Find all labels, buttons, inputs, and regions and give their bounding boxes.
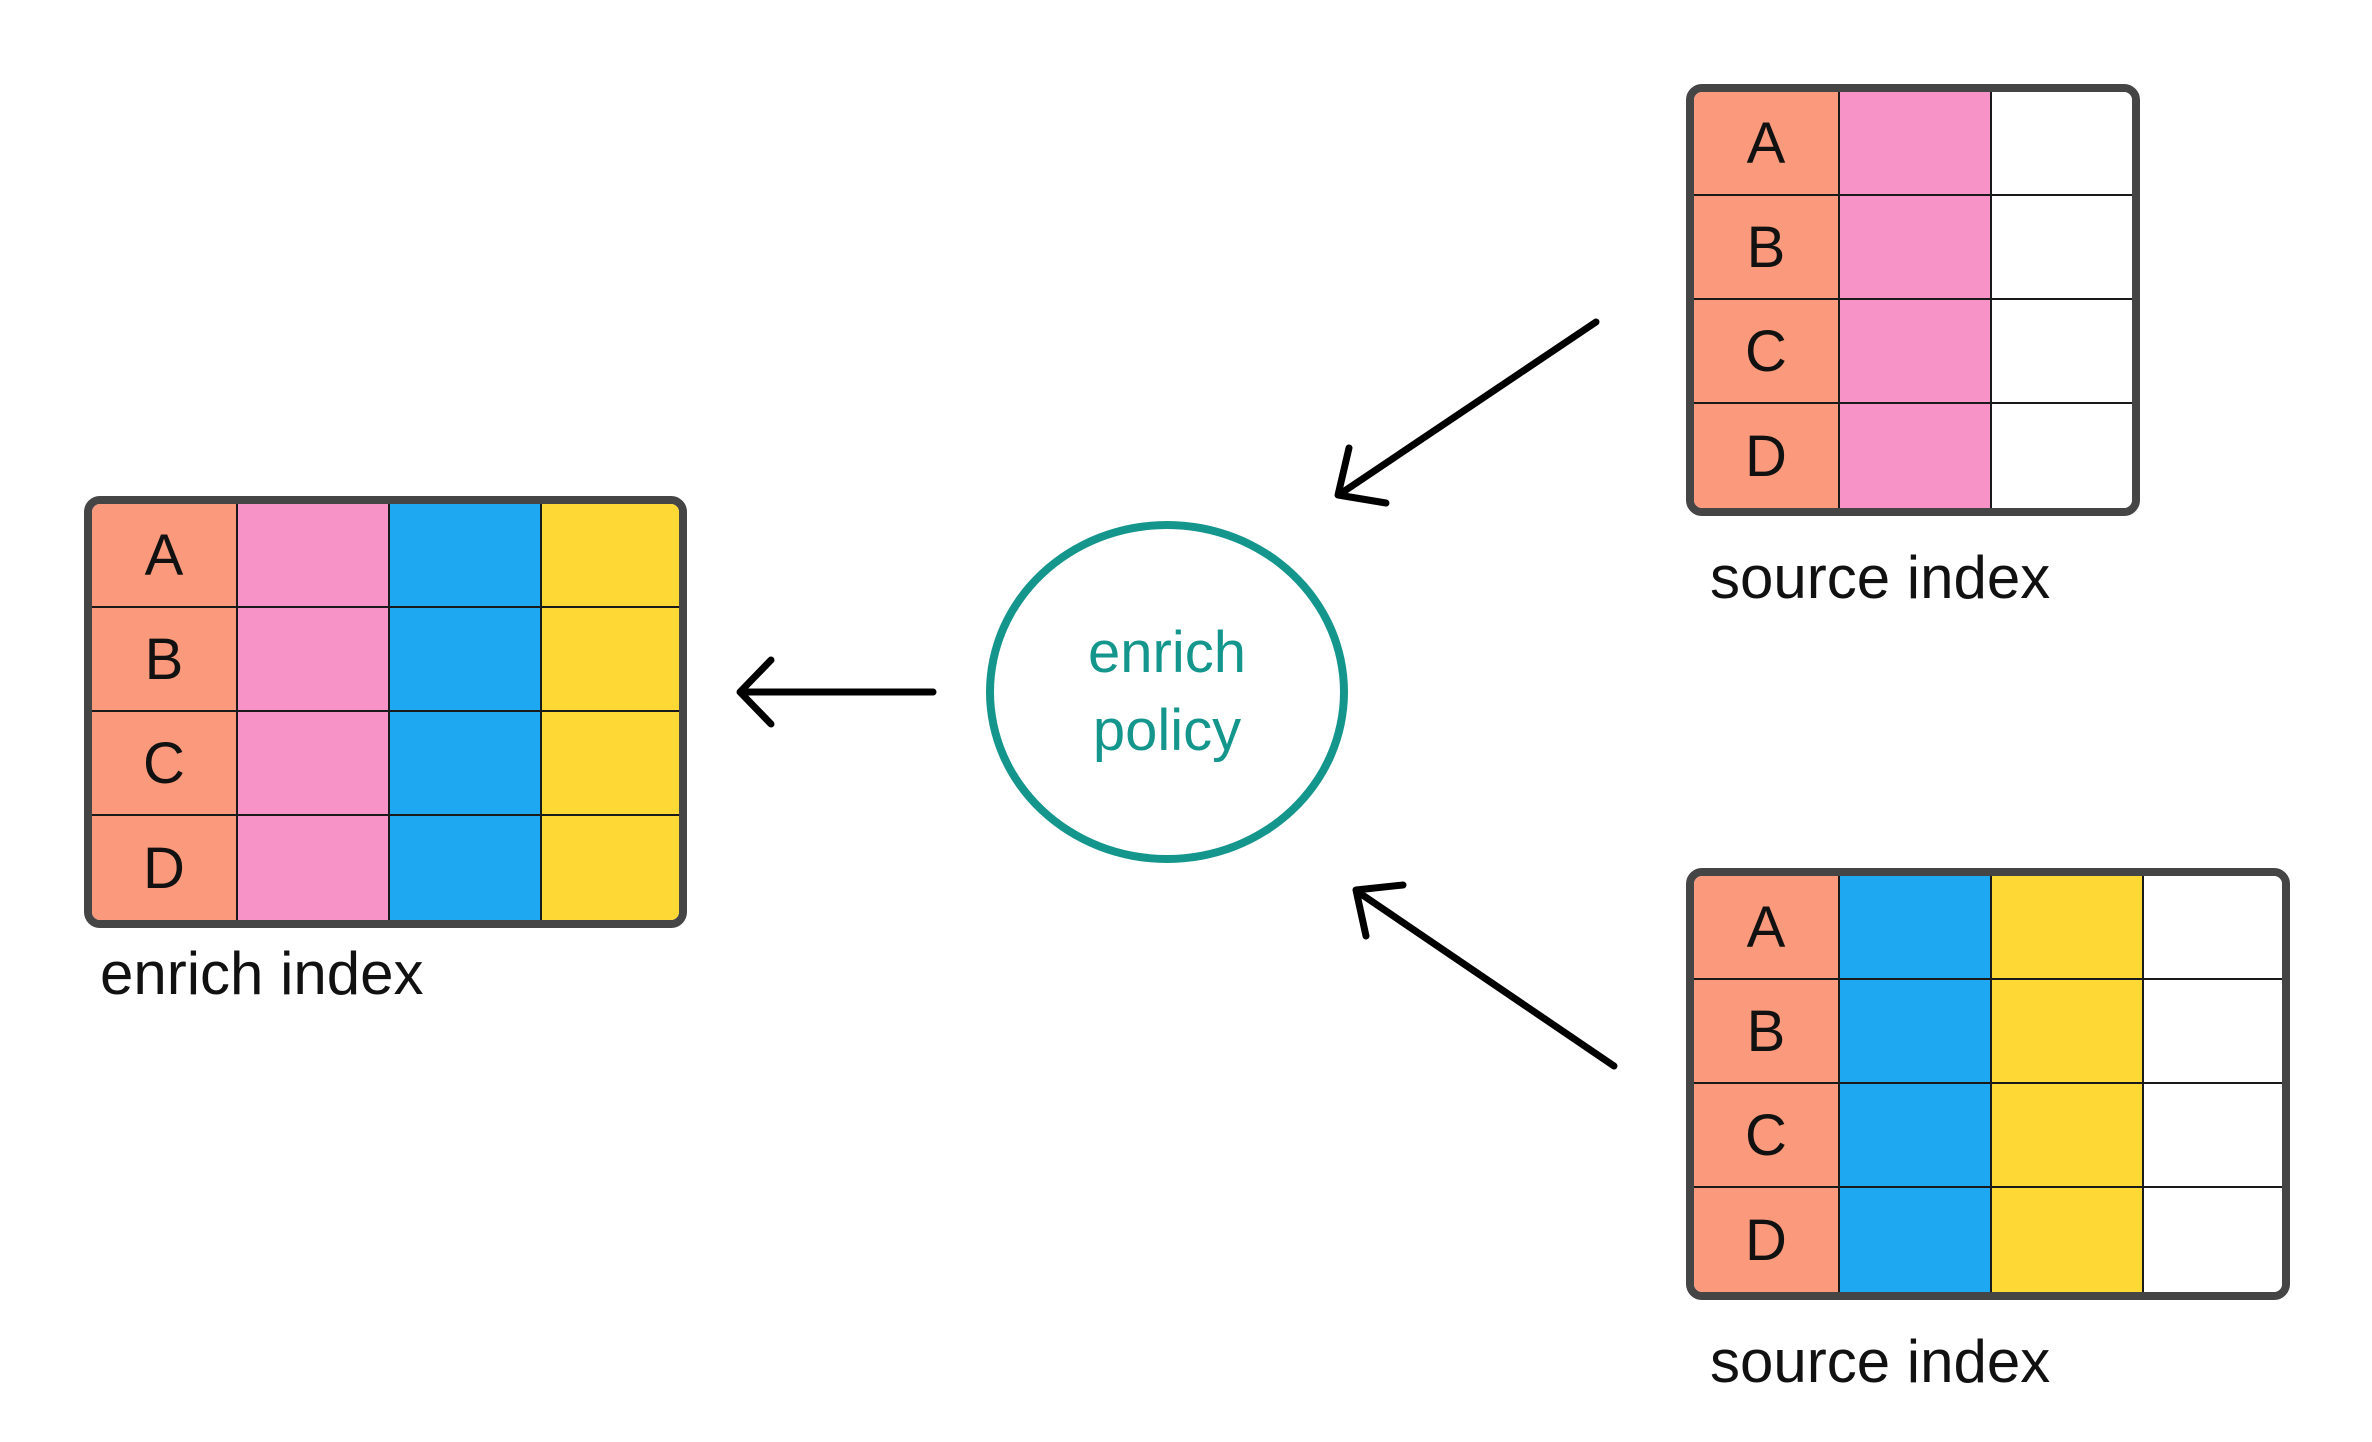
arrow-policy-to-enrich-index: [736, 656, 937, 728]
enrich-index-row-b-key: B: [92, 608, 238, 712]
enrich-index-row-a-key: A: [92, 504, 238, 608]
enrich-index-label: enrich index: [100, 940, 424, 1007]
enrich-index-row-a-blue-cell: [390, 504, 542, 608]
enrich-index-row-b-yellow-cell: [542, 608, 679, 712]
source-index-1-row-c-pink-cell: [1840, 300, 1992, 404]
source-index-1-row-a-empty-cell: [1992, 92, 2132, 196]
enrich-index-row-d-yellow-cell: [542, 816, 679, 920]
arrow-source1-to-policy: [1334, 318, 1600, 507]
policy-label-line2: policy: [1092, 698, 1242, 763]
source-index-2-row-a-yellow-cell: [1992, 876, 2144, 980]
source-index-1-row-d-empty-cell: [1992, 404, 2132, 508]
source-index-2-row-c-key: C: [1694, 1084, 1840, 1188]
source-index-2-row-a-empty-cell: [2144, 876, 2282, 980]
enrich-index-row-d-key: D: [92, 816, 238, 920]
enrich-index-row-c-yellow-cell: [542, 712, 679, 816]
source-index-2-row-b-empty-cell: [2144, 980, 2282, 1084]
source-index-1-row-d-pink-cell: [1840, 404, 1992, 508]
enrich-index-row-b-blue-cell: [390, 608, 542, 712]
enrich-index-row-c-blue-cell: [390, 712, 542, 816]
enrich-index-row-d-pink-cell: [238, 816, 390, 920]
enrich-index-row-a-pink-cell: [238, 504, 390, 608]
enrich-index-row-a-yellow-cell: [542, 504, 679, 608]
source-index-1-row-b-empty-cell: [1992, 196, 2132, 300]
source-index-2-row-c-blue-cell: [1840, 1084, 1992, 1188]
source-index-2-label: source index: [1710, 1328, 2051, 1395]
source-index-2-row-b-blue-cell: [1840, 980, 1992, 1084]
enrich-policy-circle: enrich policy: [986, 521, 1348, 863]
source-index-1-row-c-empty-cell: [1992, 300, 2132, 404]
source-index-1-row-a-key: A: [1694, 92, 1840, 196]
arrow-source2-to-policy: [1352, 881, 1618, 1070]
policy-label-line1: enrich: [1088, 619, 1246, 685]
source-index-1-label: source index: [1710, 544, 2051, 611]
enrich-index-row-c-key: C: [92, 712, 238, 816]
source-index-2-row-c-yellow-cell: [1992, 1084, 2144, 1188]
source-index-2-row-a-blue-cell: [1840, 876, 1992, 980]
source-index-2-row-d-empty-cell: [2144, 1188, 2282, 1292]
source-index-2-row-c-empty-cell: [2144, 1084, 2282, 1188]
source-index-1-row-c-key: C: [1694, 300, 1840, 404]
enrich-index-row-d-blue-cell: [390, 816, 542, 920]
source-index-2-row-a-key: A: [1694, 876, 1840, 980]
source-index-1-row-d-key: D: [1694, 404, 1840, 508]
enrich-index-row-c-pink-cell: [238, 712, 390, 816]
source-index-1-row-b-pink-cell: [1840, 196, 1992, 300]
enrich-index-row-b-pink-cell: [238, 608, 390, 712]
source-index-2-row-b-key: B: [1694, 980, 1840, 1084]
source-index-1-row-a-pink-cell: [1840, 92, 1992, 196]
source-index-2-row-d-key: D: [1694, 1188, 1840, 1292]
source-index-2-row-b-yellow-cell: [1992, 980, 2144, 1084]
source-index-2-row-d-blue-cell: [1840, 1188, 1992, 1292]
source-index-2-row-d-yellow-cell: [1992, 1188, 2144, 1292]
source-index-1-row-b-key: B: [1694, 196, 1840, 300]
